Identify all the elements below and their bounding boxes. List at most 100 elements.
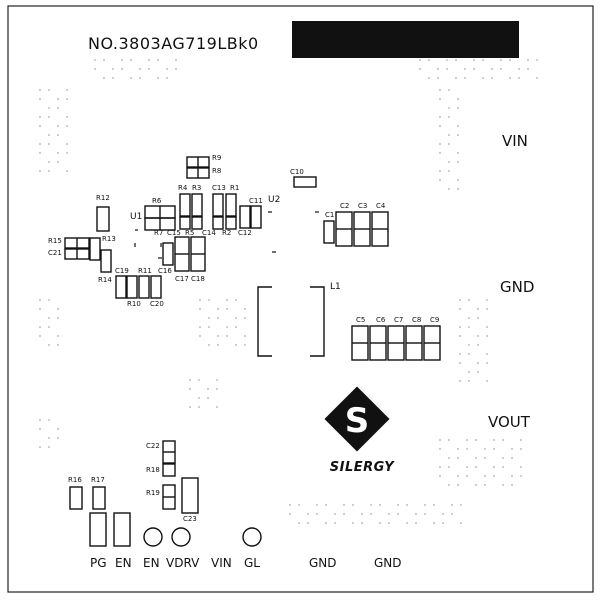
c8-label: C8 bbox=[412, 316, 421, 324]
via-dot bbox=[369, 503, 373, 507]
via-dot bbox=[206, 387, 210, 391]
capacitor-c4 bbox=[371, 211, 389, 247]
via-dot bbox=[38, 151, 42, 155]
via-dot bbox=[234, 316, 238, 320]
capacitor-c2 bbox=[335, 211, 353, 247]
via-dot bbox=[447, 483, 451, 487]
via-dot bbox=[65, 151, 69, 155]
via-dot bbox=[38, 325, 42, 329]
via-dot bbox=[38, 298, 42, 302]
gl-label: GL bbox=[244, 556, 260, 570]
via-dot bbox=[458, 352, 462, 356]
via-dot bbox=[476, 316, 480, 320]
via-dot bbox=[499, 58, 503, 62]
vin-label-bottom: VIN bbox=[211, 556, 232, 570]
via-dot bbox=[198, 325, 202, 329]
c6-label: C6 bbox=[376, 316, 386, 324]
via-dot bbox=[65, 124, 69, 128]
via-dot bbox=[438, 447, 442, 451]
r13-label: R13 bbox=[102, 235, 116, 243]
resistor-r13 bbox=[89, 237, 101, 261]
via-dot bbox=[492, 447, 496, 451]
via-dot bbox=[120, 58, 124, 62]
via-dot bbox=[38, 427, 42, 431]
via-dot bbox=[147, 67, 151, 71]
via-dot bbox=[456, 483, 460, 487]
via-dot bbox=[490, 67, 494, 71]
via-dot bbox=[465, 438, 469, 442]
via-dot bbox=[447, 88, 451, 92]
capacitor-c11 bbox=[239, 205, 251, 229]
via-dot bbox=[405, 521, 409, 525]
via-dot bbox=[216, 316, 220, 320]
board-id-label: NO.3803AG719LBk0 bbox=[88, 34, 259, 53]
c18-label: C18 bbox=[191, 275, 205, 283]
via-dot bbox=[138, 76, 142, 80]
via-dot bbox=[38, 307, 42, 311]
via-dot bbox=[526, 58, 530, 62]
via-dot bbox=[198, 307, 202, 311]
via-dot bbox=[198, 334, 202, 338]
via-dot bbox=[56, 436, 60, 440]
via-dot bbox=[456, 178, 460, 182]
via-dot bbox=[454, 58, 458, 62]
via-dot bbox=[519, 447, 523, 451]
via-dot bbox=[492, 438, 496, 442]
via-dot bbox=[463, 67, 467, 71]
c23-label: C23 bbox=[183, 515, 197, 523]
via-dot bbox=[306, 521, 310, 525]
via-dot bbox=[483, 474, 487, 478]
via-dot bbox=[476, 334, 480, 338]
via-dot bbox=[481, 76, 485, 80]
capacitor-c10 bbox=[293, 176, 317, 188]
via-dot bbox=[165, 67, 169, 71]
via-dot bbox=[188, 378, 192, 382]
resistor-r17 bbox=[92, 486, 106, 510]
resistor-r15 bbox=[64, 237, 90, 249]
via-dot bbox=[499, 67, 503, 71]
via-dot bbox=[485, 307, 489, 311]
via-dot bbox=[459, 521, 463, 525]
capacitor-c17 bbox=[174, 236, 190, 272]
via-dot bbox=[438, 115, 442, 119]
capacitor-c12 bbox=[250, 205, 262, 229]
via-dot bbox=[463, 76, 467, 80]
via-dot bbox=[56, 97, 60, 101]
via-dot bbox=[47, 115, 51, 119]
resistor-r10 bbox=[126, 275, 138, 299]
via-dot bbox=[456, 124, 460, 128]
via-dot bbox=[165, 76, 169, 80]
via-dot bbox=[519, 438, 523, 442]
capacitor-c13 bbox=[212, 193, 224, 217]
via-dot bbox=[456, 97, 460, 101]
r1-label: R1 bbox=[230, 184, 239, 192]
via-dot bbox=[432, 503, 436, 507]
via-dot bbox=[138, 67, 142, 71]
r4-label: R4 bbox=[178, 184, 188, 192]
r8-label: R8 bbox=[212, 167, 221, 175]
via-dot bbox=[47, 160, 51, 164]
c17-label: C17 bbox=[175, 275, 189, 283]
via-dot bbox=[441, 521, 445, 525]
via-dot bbox=[467, 316, 471, 320]
via-dot bbox=[438, 465, 442, 469]
r19-label: R19 bbox=[146, 489, 160, 497]
via-dot bbox=[441, 512, 445, 516]
via-dot bbox=[315, 503, 319, 507]
via-dot bbox=[456, 106, 460, 110]
via-dot bbox=[472, 67, 476, 71]
via-dot bbox=[65, 142, 69, 146]
capacitor-c20 bbox=[150, 275, 162, 299]
via-dot bbox=[47, 436, 51, 440]
via-dot bbox=[38, 169, 42, 173]
via-dot bbox=[207, 325, 211, 329]
via-dot bbox=[508, 58, 512, 62]
via-dot bbox=[38, 142, 42, 146]
via-dot bbox=[288, 503, 292, 507]
via-dot bbox=[485, 298, 489, 302]
via-dot bbox=[481, 58, 485, 62]
via-dot bbox=[438, 169, 442, 173]
via-dot bbox=[56, 334, 60, 338]
via-dot bbox=[351, 521, 355, 525]
